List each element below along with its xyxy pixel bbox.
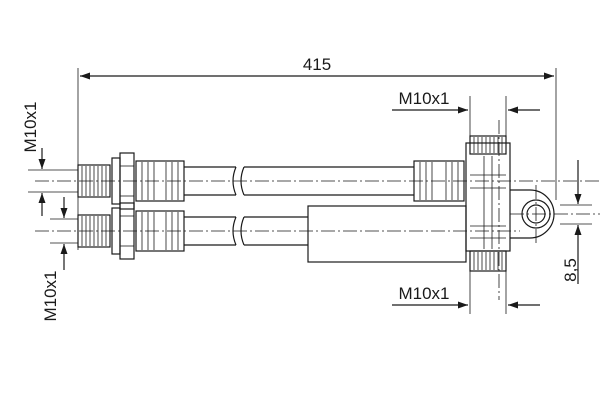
offset-label: 8,5: [561, 258, 580, 282]
right-bottom-thread-label: M10x1: [398, 284, 449, 303]
offset-dimension: 8,5: [560, 160, 592, 284]
left-bottom-thread-label: M10x1: [41, 270, 60, 321]
right-top-thread-dimension: M10x1: [392, 89, 540, 136]
left-bottom-thread-dimension: M10x1: [41, 197, 78, 322]
left-top-thread-dimension: M10x1: [21, 101, 78, 216]
lower-hose: [77, 202, 467, 263]
center-lines: [35, 120, 600, 300]
right-top-thread-label: M10x1: [398, 89, 449, 108]
junction-block: [465, 135, 555, 272]
right-bottom-thread-dimension: M10x1: [392, 271, 540, 314]
upper-hose: [77, 152, 465, 210]
left-top-thread-label: M10x1: [21, 101, 40, 152]
overall-length-label: 415: [303, 55, 331, 74]
